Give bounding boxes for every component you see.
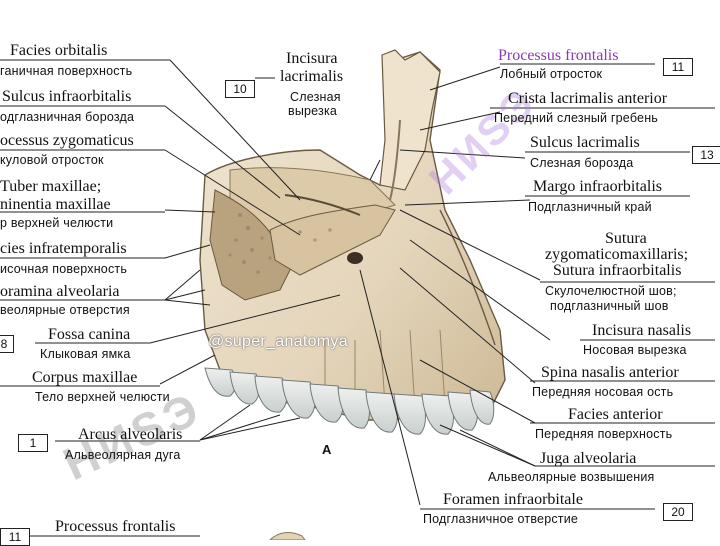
label-facies-anterior-latin: Facies anterior (568, 406, 663, 423)
label-processus-zygomaticus-latin: ocessus zygomaticus (0, 132, 134, 149)
label-lacrimalis-latin: lacrimalis (280, 68, 344, 85)
label-sutura-zygomaticomaxillaris-latin: zygomaticomaxillaris; (545, 246, 689, 263)
label-processus-frontalis-bottom-latin: Processus frontalis (55, 518, 176, 535)
number-box-20: 20 (663, 503, 693, 521)
frontal-process (379, 49, 441, 191)
label-facies-orbitalis-latin: Facies orbitalis (10, 42, 108, 59)
label-margo-infraorbitalis-russian: Подглазничный край (528, 200, 652, 214)
label-juga-alveolaria-latin: Juga alveolaria (540, 450, 637, 467)
number-box-1: 1 (18, 434, 48, 452)
label-foramen-infraorbitale-latin: Foramen infraorbitale (443, 491, 583, 508)
label-sutura-russian-2: подглазничный шов (550, 299, 669, 313)
figure-letter: A (322, 442, 332, 457)
label-sutura-russian: Скулочелюстной шов; (545, 284, 677, 298)
label-eminentia-maxillae-latin: ninentia maxillae (0, 196, 111, 213)
zygomatic-process (269, 204, 396, 276)
label-processus-frontalis-latin: Processus frontalis (498, 47, 619, 64)
teeth (204, 367, 495, 435)
label-incisura-lacrimalis-russian-2: вырезка (288, 104, 338, 118)
watermark-handle: @super_anatomya (208, 333, 348, 350)
number-box-8: 8 (0, 335, 14, 353)
label-spina-nasalis-latin: Spina nasalis anterior (541, 364, 679, 381)
infraorbital-foramen (347, 252, 363, 264)
leader-lines-right (359, 66, 551, 506)
label-foramen-infraorbitale-russian: Подглазничное отверстие (423, 512, 579, 526)
number-box-11-bottom: 11 (0, 528, 30, 546)
number-box-10: 10 (225, 80, 255, 98)
label-crista-lacrimalis-russian: Передний слезный гребень (494, 111, 659, 125)
label-incisura-latin: Incisura (286, 50, 338, 67)
label-sulcus-lacrimalis-latin: Sulcus lacrimalis (530, 134, 640, 151)
label-corpus-maxillae-russian: Тело верхней челюсти (35, 390, 170, 404)
label-arcus-alveolaris-latin: Arcus alveolaris (78, 426, 183, 443)
label-facies-anterior-russian: Передняя поверхность (535, 427, 673, 441)
label-sutura-infraorbitalis-latin: Sutura infraorbitalis (553, 262, 682, 279)
label-fossa-canina-latin: Fossa canina (48, 326, 131, 343)
label-foramina-alveolaria-russian: веолярные отверстия (0, 303, 130, 317)
label-sulcus-infraorbitalis-latin: Sulcus infraorbitalis (2, 88, 132, 105)
label-fossa-canina-russian: Клыковая ямка (40, 347, 131, 361)
label-facies-orbitalis-russian: ганичная поверхность (0, 64, 133, 78)
label-incisura-lacrimalis-russian: Слезная (290, 90, 341, 104)
label-sutura-latin: Sutura (605, 230, 647, 247)
spongy-texture (228, 213, 332, 274)
label-incisura-nasalis-latin: Incisura nasalis (592, 322, 692, 339)
leader-lines-left (149, 59, 341, 441)
number-box-11: 11 (663, 58, 693, 76)
label-facies-infratemporalis-latin: cies infratemporalis (0, 240, 127, 257)
label-arcus-alveolaris-russian: Альвеолярная дуга (65, 448, 181, 462)
label-incisura-nasalis-russian: Носовая вырезка (583, 343, 687, 357)
label-spina-nasalis-russian: Передняя носовая ость (532, 385, 674, 399)
infratemporal-surface (209, 189, 301, 301)
label-foramina-alveolaria-latin: oramina alveolaria (0, 283, 120, 300)
label-processus-frontalis-russian: Лобный отросток (500, 67, 603, 81)
label-juga-alveolaria-russian: Альвеолярные возвышения (488, 470, 655, 484)
label-processus-zygomaticus-russian: куловой отросток (0, 153, 104, 167)
label-sulcus-lacrimalis-russian: Слезная борозда (530, 156, 634, 170)
label-crista-lacrimalis-latin: Crista lacrimalis anterior (508, 90, 668, 107)
label-margo-infraorbitalis-latin: Margo infraorbitalis (533, 178, 663, 195)
label-tuber-maxillae-latin: Tuber maxillae; (0, 178, 102, 195)
label-corpus-maxillae-latin: Corpus maxillae (32, 369, 138, 386)
number-box-13: 13 (692, 146, 720, 164)
label-facies-infratemporalis-russian: исочная поверхность (0, 262, 128, 276)
label-rules (0, 59, 715, 537)
label-tuber-maxillae-russian: р верхней челюсти (0, 216, 114, 230)
label-sulcus-infraorbitalis-russian: одглазничная борозда (0, 110, 135, 124)
